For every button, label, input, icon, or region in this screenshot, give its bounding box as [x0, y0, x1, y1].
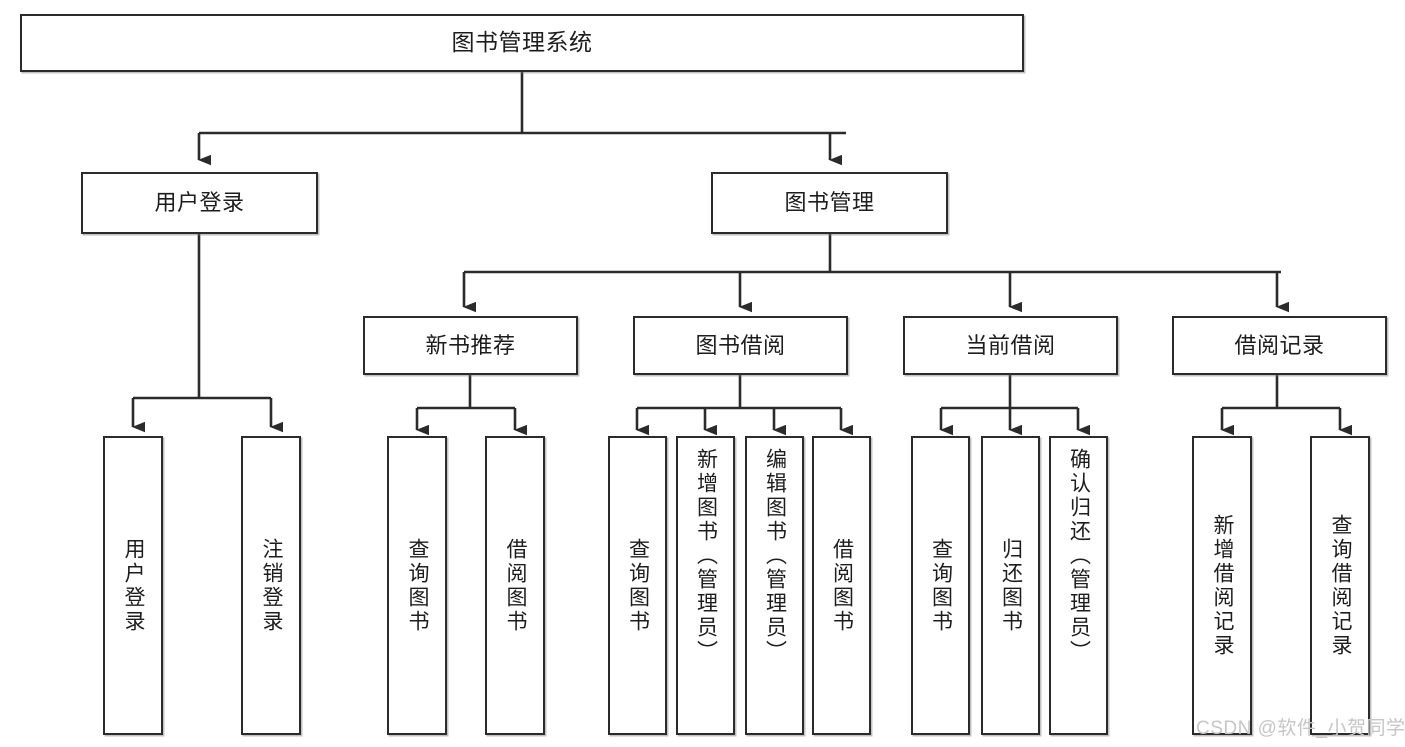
node-label: 图书管理 [784, 190, 875, 216]
leaf-confirm-return-admin[interactable]: 确认归还（管理员） [1049, 436, 1108, 735]
node-label: 借阅图书 [830, 537, 854, 634]
node-root-book-management-system[interactable]: 图书管理系统 [20, 14, 1024, 72]
leaf-logout-login[interactable]: 注销登录 [241, 436, 301, 735]
node-current-borrow[interactable]: 当前借阅 [903, 316, 1118, 375]
node-user-login[interactable]: 用户登录 [81, 172, 318, 234]
node-label: 查询借阅记录 [1329, 513, 1353, 658]
node-label: 归还图书 [999, 537, 1023, 634]
node-label: 图书管理系统 [451, 29, 593, 56]
csdn-watermark: CSDN @软件_小贺同学 [1196, 718, 1405, 739]
leaf-borrow-book[interactable]: 借阅图书 [812, 436, 871, 735]
leaf-query-borrow-record[interactable]: 查询借阅记录 [1310, 436, 1370, 735]
node-book-management[interactable]: 图书管理 [711, 172, 948, 234]
node-label: 借阅记录 [1234, 332, 1325, 358]
node-label: 借阅图书 [504, 537, 528, 634]
node-label: 新增图书（管理员） [694, 448, 718, 664]
node-label: 用户登录 [122, 537, 146, 634]
leaf-return-book[interactable]: 归还图书 [981, 436, 1040, 735]
node-label: 用户登录 [154, 190, 245, 216]
node-label: 新增借阅记录 [1211, 513, 1235, 658]
node-label: 图书借阅 [695, 332, 786, 358]
node-book-borrow[interactable]: 图书借阅 [633, 316, 848, 375]
node-label: 确认归还（管理员） [1067, 448, 1091, 664]
leaf-query-book-borrow[interactable]: 查询图书 [608, 436, 667, 735]
leaf-edit-book-admin[interactable]: 编辑图书（管理员） [745, 436, 804, 735]
leaf-borrow-book-recommend[interactable]: 借阅图书 [485, 436, 545, 735]
leaf-query-book-current[interactable]: 查询图书 [911, 436, 970, 735]
node-label: 查询图书 [929, 537, 953, 634]
node-borrow-record[interactable]: 借阅记录 [1172, 316, 1387, 375]
node-new-book-recommend[interactable]: 新书推荐 [363, 316, 578, 375]
leaf-add-book-admin[interactable]: 新增图书（管理员） [676, 436, 735, 735]
node-label: 查询图书 [406, 537, 430, 634]
node-label: 编辑图书（管理员） [763, 448, 787, 664]
node-label: 新书推荐 [425, 332, 516, 358]
leaf-add-borrow-record[interactable]: 新增借阅记录 [1192, 436, 1252, 735]
node-label: 当前借阅 [965, 332, 1056, 358]
leaf-user-login[interactable]: 用户登录 [103, 436, 163, 735]
node-label: 注销登录 [260, 537, 284, 634]
leaf-query-book-recommend[interactable]: 查询图书 [387, 436, 447, 735]
node-label: 查询图书 [626, 537, 650, 634]
